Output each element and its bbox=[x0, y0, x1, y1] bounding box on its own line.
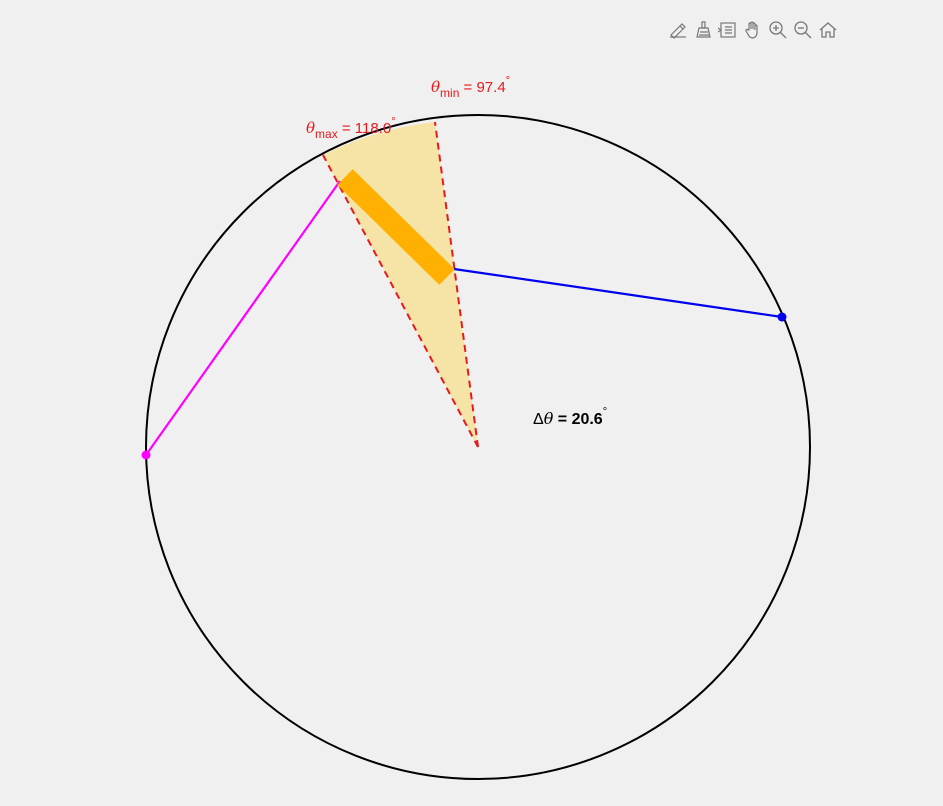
pan-hand-icon[interactable] bbox=[741, 18, 765, 42]
coupler-bar bbox=[337, 169, 455, 285]
brush-icon[interactable] bbox=[691, 18, 715, 42]
axes-toolbar bbox=[666, 18, 840, 44]
blue-joint-marker[interactable] bbox=[777, 312, 787, 322]
magenta-link bbox=[145, 180, 341, 456]
zoom-out-icon[interactable] bbox=[791, 18, 815, 42]
workspace-circle bbox=[145, 114, 811, 780]
edit-icon[interactable] bbox=[666, 18, 690, 42]
theta-min-boundary-line bbox=[434, 121, 479, 448]
delta-theta-label: Δθ = 20.6° bbox=[533, 406, 607, 428]
zoom-in-icon[interactable] bbox=[766, 18, 790, 42]
data-tips-icon[interactable] bbox=[716, 18, 740, 42]
angle-range-sector bbox=[323, 122, 478, 447]
magenta-joint-marker[interactable] bbox=[141, 450, 151, 460]
theta-min-label: θmin = 97.4° bbox=[431, 75, 510, 100]
blue-link bbox=[453, 267, 783, 319]
theta-max-label: θmax = 118.0° bbox=[306, 116, 396, 141]
home-icon[interactable] bbox=[816, 18, 840, 42]
